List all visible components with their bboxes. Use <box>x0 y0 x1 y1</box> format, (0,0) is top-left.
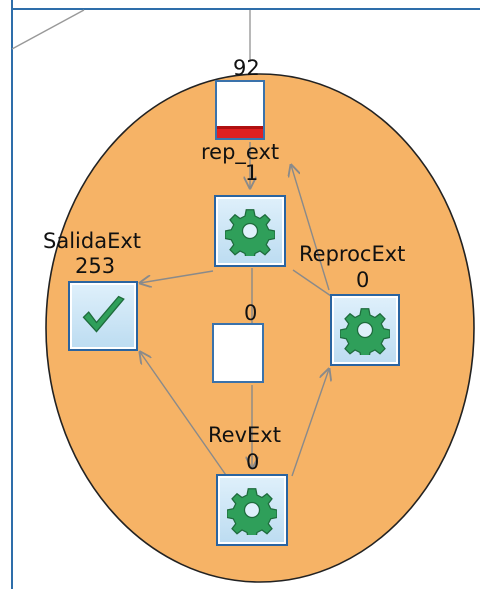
panel-left-border <box>11 0 13 589</box>
salida-count: 253 <box>75 254 116 278</box>
repext-queue[interactable] <box>215 80 265 140</box>
gear-icon <box>227 488 277 535</box>
reproc-node[interactable] <box>330 294 400 366</box>
process-top-count: 1 <box>245 161 259 185</box>
salida-label: SalidaExt <box>43 229 141 253</box>
revext-label: RevExt <box>208 423 281 447</box>
panel-top-border <box>11 8 480 10</box>
middle-queue-count: 0 <box>244 301 258 325</box>
revext-node[interactable] <box>216 474 288 546</box>
check-icon <box>82 295 125 333</box>
salida-node[interactable] <box>68 281 138 351</box>
repext-label: rep_ext <box>201 140 280 164</box>
gear-icon <box>225 209 275 256</box>
edge-revext-to-salida <box>140 352 229 479</box>
edge-reproc-to-repext <box>291 165 330 291</box>
repext-count: 92 <box>233 56 260 80</box>
middle-queue[interactable] <box>212 323 264 383</box>
edge-revext-to-reproc <box>291 369 329 477</box>
edge-process-to-reproc <box>292 269 332 297</box>
external-edge-left <box>11 9 85 50</box>
reproc-label: ReprocExt <box>299 242 406 266</box>
process-top-node[interactable] <box>214 195 286 267</box>
reproc-count: 0 <box>356 268 370 292</box>
gear-icon <box>340 308 390 355</box>
edge-process-to-salida <box>140 270 214 283</box>
revext-count: 0 <box>246 450 260 474</box>
repext-queue-fill <box>217 126 263 138</box>
